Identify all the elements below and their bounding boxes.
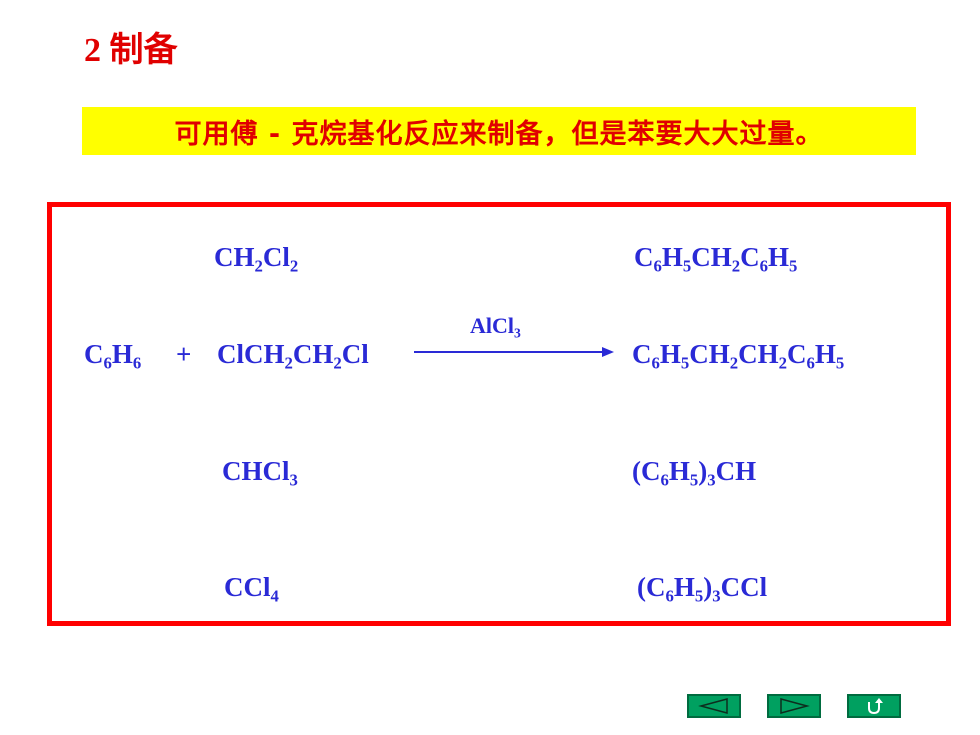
plus-sign: + bbox=[176, 339, 192, 369]
product-diphenylmethane: C6H5CH2C6H5 bbox=[634, 242, 798, 276]
catalyst-label: AlCl3 bbox=[470, 313, 521, 341]
reagent-ch2cl2: CH2Cl2 bbox=[214, 242, 299, 276]
reaction-arrow-head-icon bbox=[602, 347, 614, 357]
next-triangle-icon bbox=[780, 698, 810, 714]
slide-title: 2 制备 bbox=[84, 32, 178, 69]
next-slide-button[interactable] bbox=[767, 694, 821, 718]
return-button[interactable] bbox=[847, 694, 901, 718]
prev-slide-button[interactable] bbox=[687, 694, 741, 718]
product-trityl-chloride: (C6H5)3CCl bbox=[637, 572, 768, 606]
product-bibenzyl: C6H5CH2CH2C6H5 bbox=[632, 339, 845, 373]
highlight-text: 可用傅 - 克烷基化反应来制备，但是苯要大大过量。 bbox=[174, 118, 824, 150]
highlight-banner: 可用傅 - 克烷基化反应来制备，但是苯要大大过量。 bbox=[82, 107, 916, 155]
prev-triangle-icon bbox=[698, 698, 728, 714]
product-triphenylmethane: (C6H5)3CH bbox=[632, 456, 757, 490]
reagent-dichloroethane: ClCH2CH2Cl bbox=[217, 339, 369, 373]
reagent-chloroform: CHCl3 bbox=[222, 456, 298, 490]
return-icon bbox=[868, 698, 883, 715]
reagent-carbon-tetrachloride: CCl4 bbox=[224, 572, 279, 606]
reaction-arrow-line bbox=[414, 351, 604, 353]
reactant-benzene: C6H6 bbox=[84, 339, 142, 373]
reaction-box bbox=[47, 202, 951, 626]
